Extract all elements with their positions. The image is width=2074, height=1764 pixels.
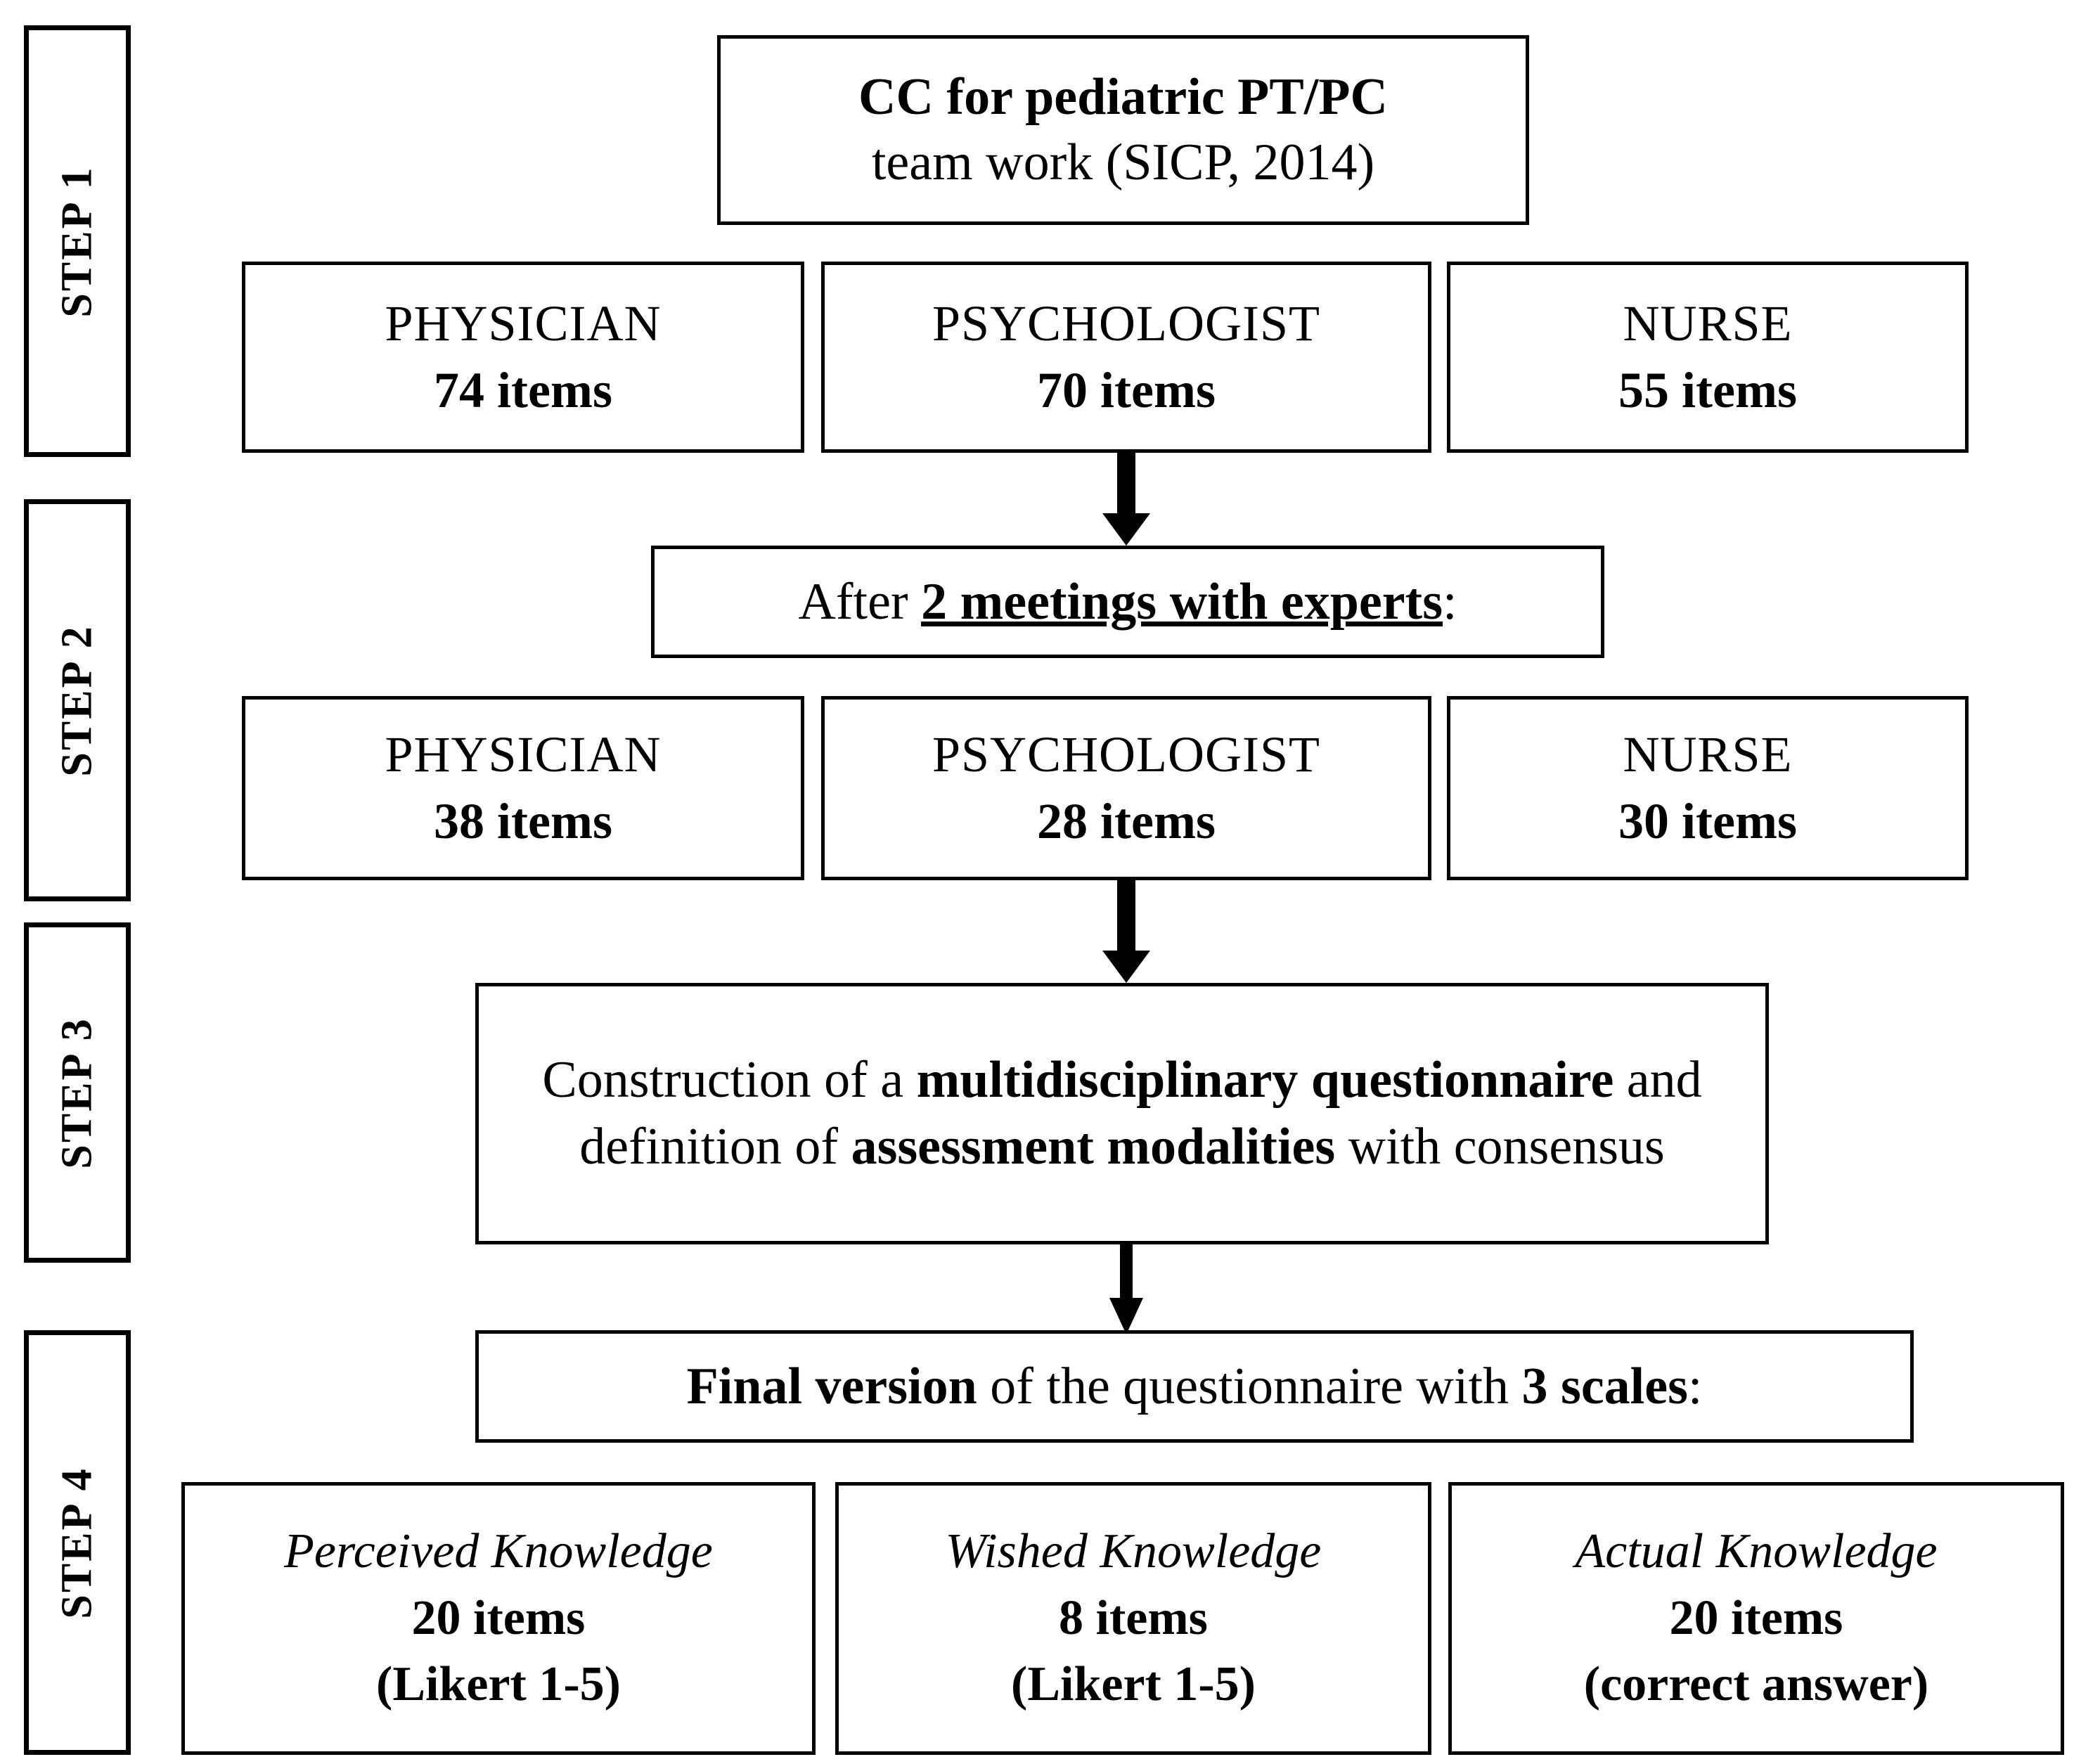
source-box-line1: CC for pediatric PT/PC — [858, 68, 1388, 127]
arrow-head — [1109, 1298, 1143, 1334]
wished-knowledge-title: Wished Knowledge — [945, 1524, 1322, 1579]
step2-psychologist-name: PSYCHOLOGIST — [932, 726, 1321, 783]
source-box: CC for pediatric PT/PC team work (SICP, … — [717, 35, 1529, 225]
source-box-line2: team work (SICP, 2014) — [871, 134, 1375, 191]
arrow-psychologist-to-meetings — [1098, 453, 1154, 546]
scale-box-actual-knowledge: Actual Knowledge 20 items (correct answe… — [1448, 1482, 2064, 1755]
step-label-4-text: STEP 4 — [53, 1466, 101, 1619]
step2-physician-count: 38 items — [434, 793, 612, 849]
final-version-seg2: of the questionnaire with — [977, 1357, 1522, 1415]
step2-role-box-psychologist: PSYCHOLOGIST 28 items — [821, 696, 1431, 880]
step2-nurse-count: 30 items — [1618, 793, 1797, 849]
step-label-3-text: STEP 3 — [53, 1016, 101, 1169]
final-version-text: Final version of the questionnaire with … — [687, 1358, 1703, 1416]
final-version-seg1: Final version — [686, 1357, 977, 1415]
final-version-seg4: : — [1687, 1357, 1703, 1415]
step2-psychologist-count: 28 items — [1037, 793, 1216, 849]
construction-seg3: and definition of — [579, 1051, 1702, 1176]
step1-nurse-count: 55 items — [1618, 362, 1797, 418]
scale-box-perceived-knowledge: Perceived Knowledge 20 items (Likert 1-5… — [181, 1482, 816, 1755]
construction-seg2: multidisciplinary questionnaire — [916, 1051, 1614, 1109]
step2-role-box-physician: PHYSICIAN 38 items — [242, 696, 804, 880]
step2-nurse-name: NURSE — [1623, 726, 1793, 783]
step-label-1: STEP 1 — [24, 25, 131, 457]
step1-psychologist-count: 70 items — [1037, 362, 1216, 418]
step1-psychologist-name: PSYCHOLOGIST — [932, 295, 1321, 352]
step-label-2-text: STEP 2 — [53, 624, 101, 777]
step-label-1-text: STEP 1 — [53, 165, 101, 318]
arrow-head — [1102, 513, 1150, 546]
arrow-psychologist2-to-construction — [1098, 880, 1154, 983]
perceived-knowledge-count: 20 items — [411, 1590, 586, 1645]
step-label-2: STEP 2 — [24, 499, 131, 901]
arrow-shaft — [1120, 1244, 1133, 1301]
arrow-shaft — [1117, 453, 1135, 517]
final-version-seg3: 3 scales — [1521, 1357, 1688, 1415]
step-label-4: STEP 4 — [24, 1330, 131, 1755]
arrow-head — [1102, 951, 1150, 983]
construction-box-text: Construction of a multidisciplinary ques… — [479, 1047, 1765, 1180]
step1-physician-name: PHYSICIAN — [385, 295, 662, 352]
meetings-box: After 2 meetings with experts: — [651, 546, 1604, 658]
step-label-3: STEP 3 — [24, 922, 131, 1263]
perceived-knowledge-scale: (Likert 1-5) — [376, 1657, 621, 1712]
actual-knowledge-count: 20 items — [1669, 1590, 1843, 1645]
step1-role-box-psychologist: PSYCHOLOGIST 70 items — [821, 262, 1431, 453]
wished-knowledge-count: 8 items — [1059, 1590, 1208, 1645]
perceived-knowledge-title: Perceived Knowledge — [284, 1524, 713, 1579]
step2-physician-name: PHYSICIAN — [385, 726, 662, 783]
wished-knowledge-scale: (Likert 1-5) — [1011, 1657, 1256, 1712]
construction-seg1: Construction of a — [542, 1051, 917, 1109]
arrow-construction-to-final — [1098, 1244, 1154, 1334]
actual-knowledge-title: Actual Knowledge — [1575, 1524, 1938, 1579]
arrow-shaft — [1117, 880, 1135, 953]
construction-seg5: with consensus — [1335, 1118, 1665, 1176]
meetings-box-text: After 2 meetings with experts: — [798, 573, 1457, 631]
step2-role-box-nurse: NURSE 30 items — [1447, 696, 1969, 880]
scale-box-wished-knowledge: Wished Knowledge 8 items (Likert 1-5) — [835, 1482, 1431, 1755]
meetings-suffix: : — [1443, 572, 1457, 631]
meetings-prefix: After — [798, 572, 922, 631]
step1-physician-count: 74 items — [434, 362, 612, 418]
step1-role-box-nurse: NURSE 55 items — [1447, 262, 1969, 453]
step1-nurse-name: NURSE — [1623, 295, 1793, 352]
actual-knowledge-scale: (correct answer) — [1583, 1657, 1929, 1712]
step1-role-box-physician: PHYSICIAN 74 items — [242, 262, 804, 453]
final-version-box: Final version of the questionnaire with … — [475, 1330, 1914, 1443]
meetings-emphasis: 2 meetings with experts — [921, 572, 1443, 631]
construction-box: Construction of a multidisciplinary ques… — [475, 983, 1769, 1244]
construction-seg4: assessment modalities — [851, 1118, 1336, 1176]
